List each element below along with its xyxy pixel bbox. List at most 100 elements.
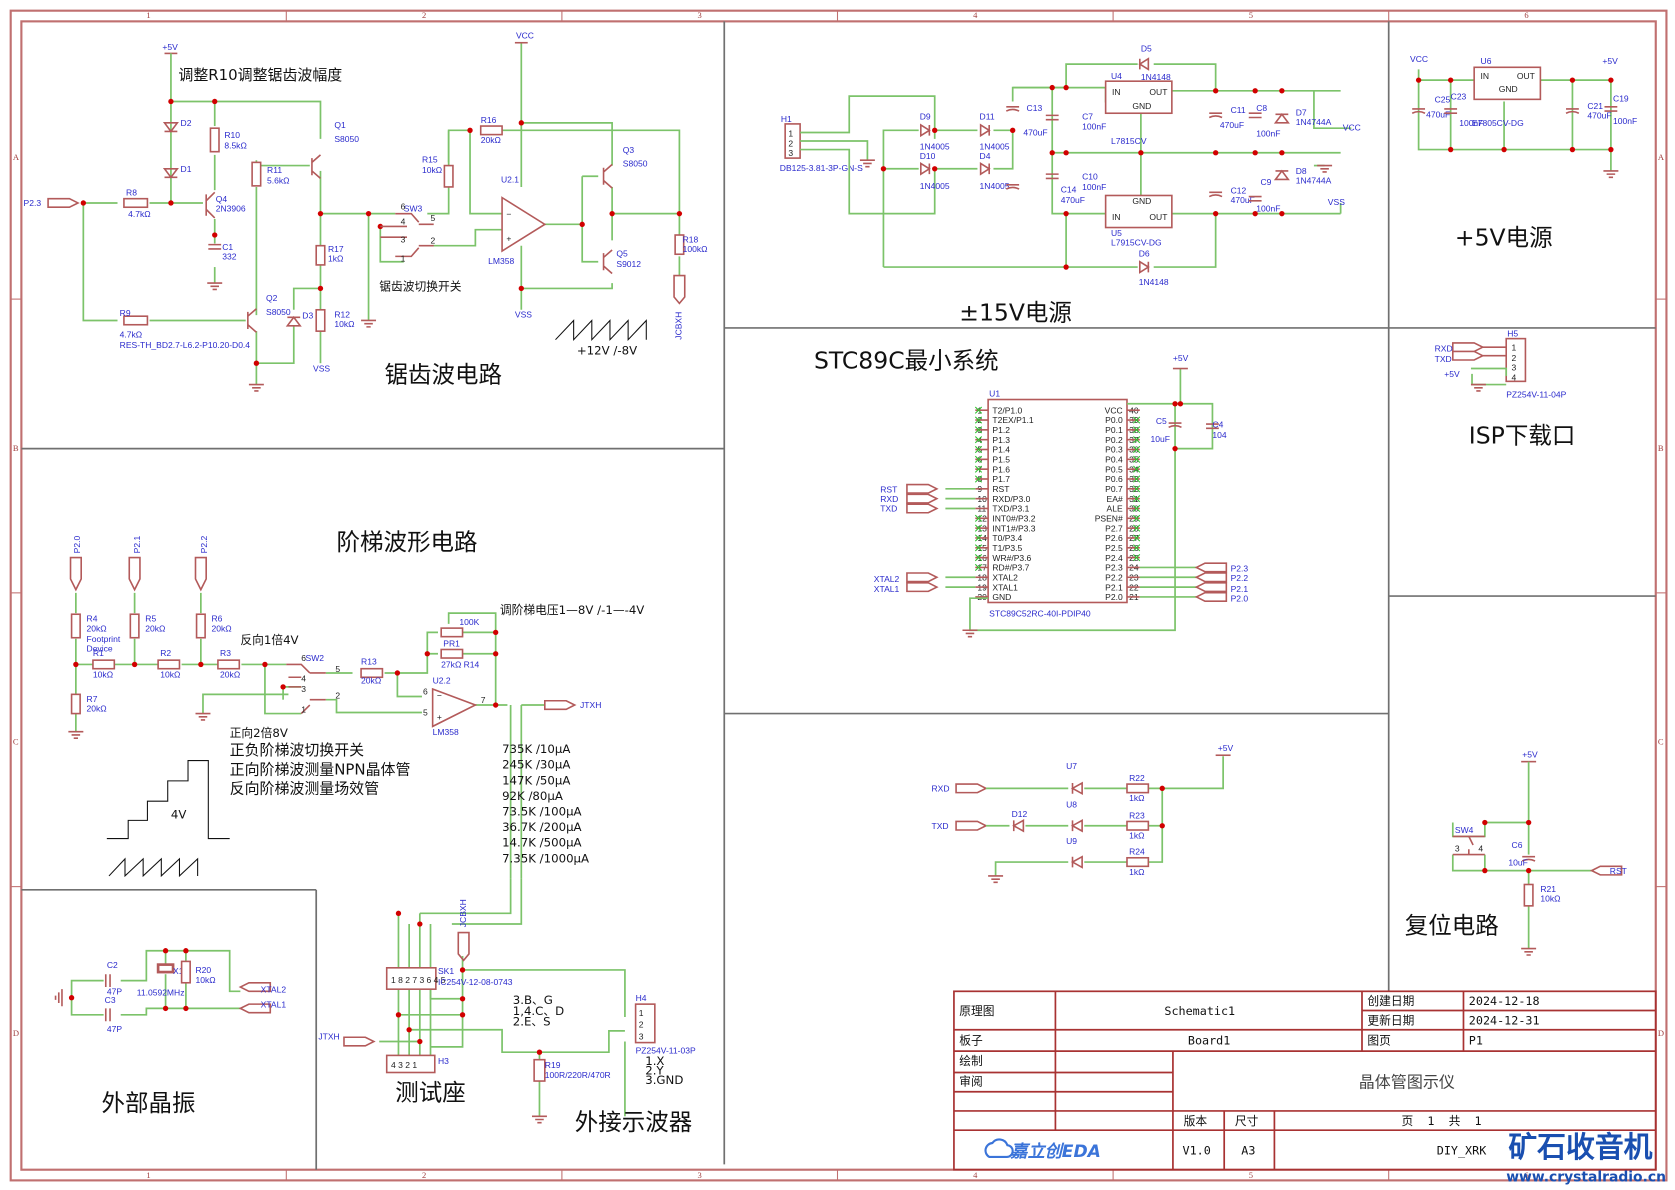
- svg-text:5: 5: [335, 664, 340, 674]
- c6-label: C6: [1512, 840, 1523, 850]
- c1-label: C1: [222, 242, 233, 252]
- mcu-xtal2: XTAL2: [874, 574, 900, 584]
- svg-text:7: 7: [481, 695, 486, 705]
- svg-text:1: 1: [639, 1008, 644, 1018]
- mcu-pin-name: P2.0: [1105, 592, 1123, 602]
- mcu-pin-name: XTAL2: [992, 572, 1018, 582]
- r5-label: R5: [145, 614, 156, 624]
- stair-note-3: 反向阶梯波测量场效管: [230, 780, 379, 798]
- mcu-chip: [987, 398, 1128, 604]
- svg-text:4: 4: [301, 674, 306, 684]
- svg-text:6: 6: [401, 201, 406, 211]
- r16-label: R16: [481, 115, 497, 125]
- tb-created-label: 创建日期: [1367, 994, 1414, 1008]
- mcu-pin-name: RST: [992, 484, 1010, 494]
- q5-label: Q5: [616, 248, 628, 258]
- svg-text:4: 4: [401, 216, 406, 226]
- isp-rxd: RXD: [1435, 343, 1453, 353]
- no-connect-icon: [974, 514, 983, 522]
- mcu-pin-name: P1.7: [992, 474, 1010, 484]
- r20-label: R20: [195, 965, 211, 975]
- c8-value: 100nF: [1256, 129, 1280, 139]
- section-title-socket: 测试座: [395, 1078, 466, 1106]
- r19-label: R19: [545, 1060, 561, 1070]
- d7-label: D7: [1296, 107, 1307, 117]
- svg-text:+: +: [437, 712, 442, 722]
- net-port: [1194, 582, 1228, 593]
- sawtooth-range-note: +12V /-8V: [577, 344, 637, 358]
- mcu-p22: P2.2: [1231, 573, 1249, 583]
- mcu-p21: P2.1: [1231, 584, 1249, 594]
- base-current-item: 92K /80µA: [502, 789, 563, 803]
- c14-label: C14: [1061, 184, 1077, 194]
- svg-text:3: 3: [788, 148, 793, 158]
- tb-page-of: 页 1 共 1: [1402, 1114, 1482, 1128]
- svg-text:1: 1: [788, 129, 793, 139]
- mcu-pin-name: GND: [992, 592, 1011, 602]
- c10-value: 100nF: [1082, 182, 1106, 192]
- sawtooth-switch-note: 锯齿波切换开关: [379, 280, 461, 294]
- zone-col-6-b: 6: [1524, 1170, 1529, 1180]
- no-connect-icon: [1133, 524, 1141, 532]
- d2-label: D2: [181, 118, 192, 128]
- d8-label: D8: [1296, 166, 1307, 176]
- pr1-label: PR1: [443, 638, 460, 648]
- c5-label: C5: [1156, 416, 1167, 426]
- no-connect-icon: [974, 475, 983, 483]
- no-connect-icon: [1133, 475, 1141, 483]
- c1-value: 332: [222, 252, 236, 262]
- mcu-5v: +5V: [1173, 353, 1189, 363]
- r1-label: R1: [93, 648, 104, 658]
- d10-value: 1N4005: [920, 181, 950, 191]
- zone-row-c: C: [13, 737, 19, 747]
- c21-value: 470uF: [1587, 111, 1611, 121]
- c14-value: 470uF: [1061, 195, 1085, 205]
- tb-board-label: 板子: [959, 1034, 983, 1048]
- c11-value: 470uF: [1220, 120, 1244, 130]
- u6-label: U6: [1481, 56, 1492, 66]
- mcu-pin-name: P1.5: [992, 455, 1010, 465]
- c10-label: C10: [1082, 171, 1098, 181]
- tb-updated-label: 更新日期: [1367, 1013, 1414, 1027]
- base-current-item: 7.35K /1000µA: [502, 851, 589, 865]
- r21-value: 10kΩ: [1540, 894, 1561, 904]
- mcu-pin-name: P1.4: [992, 445, 1010, 455]
- mcu-pin-name: P1.6: [992, 464, 1010, 474]
- sk1-label: SK1: [438, 966, 454, 976]
- tb-schematic: Schematic1: [1164, 1004, 1235, 1018]
- no-connect-icon: [974, 436, 983, 444]
- r17-value: 1kΩ: [328, 254, 344, 264]
- u9-label: U9: [1066, 836, 1077, 846]
- tb-review-label: 审阅: [959, 1074, 982, 1088]
- svg-text:4 3 2 1: 4 3 2 1: [391, 1060, 417, 1070]
- r17-label: R17: [328, 244, 344, 254]
- isp-5v: +5V: [1444, 369, 1460, 379]
- u5-label: U5: [1111, 228, 1122, 238]
- d12-label: D12: [1012, 809, 1028, 819]
- svg-text:−: −: [437, 691, 442, 701]
- h1-label: H1: [781, 114, 792, 124]
- no-connect-icon: [1133, 534, 1141, 542]
- net-port: [906, 483, 939, 494]
- r6-value: 20kΩ: [212, 623, 233, 633]
- c5-value: 10uF: [1150, 434, 1169, 444]
- c23-label: C23: [1451, 91, 1467, 101]
- q3-label: Q3: [623, 145, 635, 155]
- c12-label: C12: [1231, 185, 1247, 195]
- zone-col-2-b: 2: [422, 1170, 426, 1180]
- c3-label: C3: [105, 995, 116, 1005]
- no-connect-icon: [974, 426, 983, 434]
- r19-value: 100R/220R/470R: [545, 1070, 611, 1080]
- c11-label: C11: [1231, 105, 1246, 115]
- zone-col-5: 5: [1249, 10, 1253, 20]
- zone-col-1: 1: [146, 10, 150, 20]
- c7-label: C7: [1082, 112, 1093, 122]
- sw4-label: SW4: [1455, 825, 1474, 835]
- p5v-label: +5V: [162, 42, 178, 52]
- mcu-p23: P2.3: [1231, 563, 1249, 573]
- sawtooth-circuit: +5V 调整R10调整锯齿波幅度: [24, 30, 708, 392]
- no-connect-icon: [1133, 436, 1141, 444]
